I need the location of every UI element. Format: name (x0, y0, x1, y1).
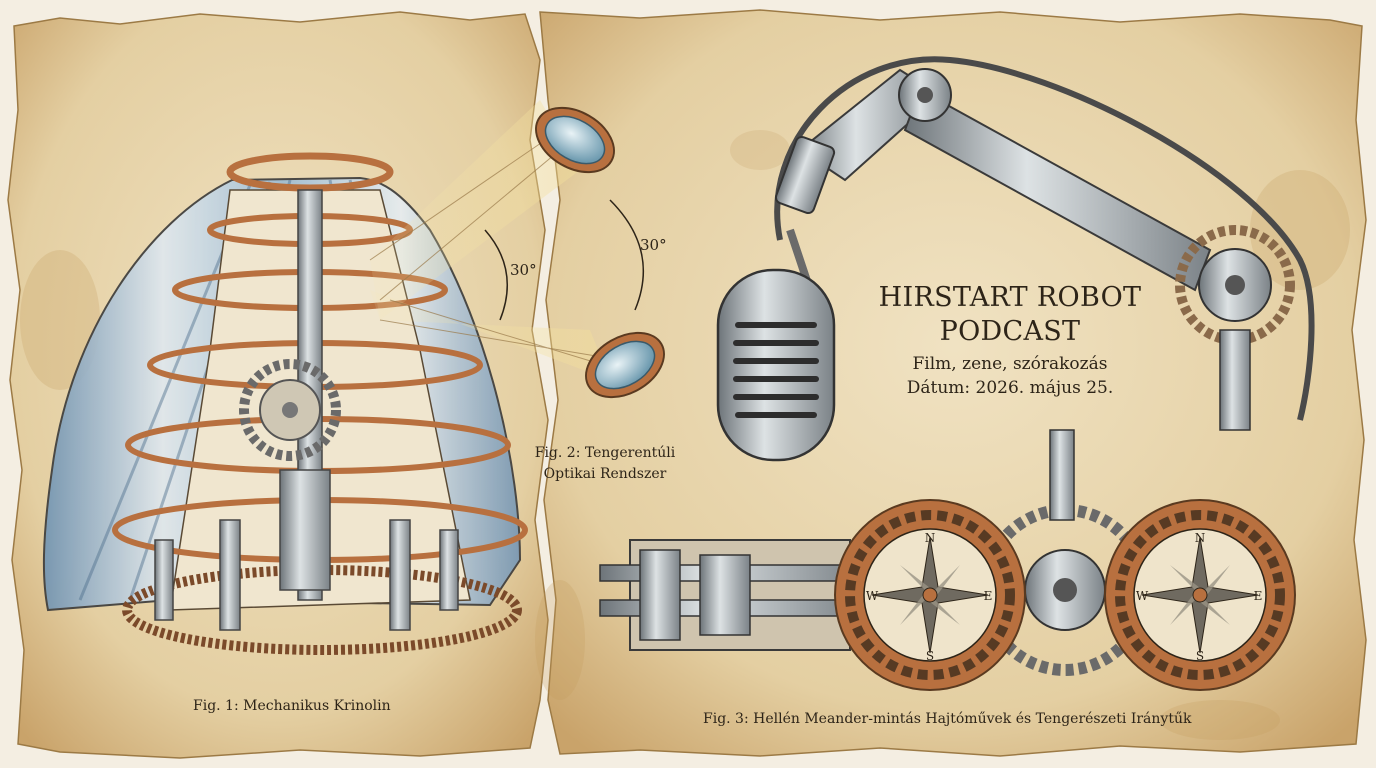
crinoline-top-ring (226, 152, 394, 192)
compass-left-west: W (866, 589, 879, 603)
podcast-title-line2: PODCAST (939, 316, 1081, 347)
paper-stain (730, 130, 790, 170)
paper-stain (20, 250, 100, 390)
paper-stain (1160, 700, 1280, 740)
angle-arc (609, 199, 645, 311)
podcast-subtitle: Film, zene, szórakozás (912, 354, 1108, 374)
crinoline-base-gear (122, 565, 522, 655)
fig2-caption-line1: Fig. 2: Tengerentúli (534, 445, 676, 461)
compass-left-south: S (926, 649, 934, 663)
microphone (716, 268, 836, 462)
paper-stain (535, 580, 585, 700)
lens-bottom (585, 331, 665, 399)
fig2-caption-line2: Optikai Rendszer (543, 466, 667, 482)
fig1-caption: Fig. 1: Mechanikus Krinolin (193, 698, 391, 714)
compass-right-north: N (1195, 531, 1206, 545)
lens-top (535, 106, 615, 174)
compass-right (1104, 499, 1296, 691)
optics-illustration (369, 100, 665, 399)
angle-arc (484, 229, 509, 321)
robot-base-column (1219, 329, 1251, 431)
drive-shaft-top (1049, 429, 1075, 521)
angle-label-upper: 30° (640, 236, 667, 254)
robot-arm-cable (774, 56, 1315, 421)
drive-illustration: N E S W N E S W (599, 429, 1296, 691)
paper-stain (1250, 170, 1350, 290)
robot-base-gear (1175, 225, 1295, 345)
podcast-date: Dátum: 2026. május 25. (906, 378, 1114, 398)
robot-wrist (774, 135, 836, 215)
fig3-caption: Fig. 3: Hellén Meander-mintás Hajtóművek… (703, 711, 1192, 727)
angle-label-lower: 30° (510, 261, 537, 279)
compass-right-west: W (1136, 589, 1149, 603)
compass-right-south: S (1196, 649, 1204, 663)
robot-arm-illustration (716, 56, 1315, 462)
compass-left-north: N (925, 531, 936, 545)
compass-right-east: E (1254, 589, 1263, 603)
podcast-title-line1: HIRSTART ROBOT (878, 282, 1142, 313)
compass-left (834, 499, 1026, 691)
crinoline-gear (239, 359, 341, 461)
compass-left-east: E (984, 589, 993, 603)
